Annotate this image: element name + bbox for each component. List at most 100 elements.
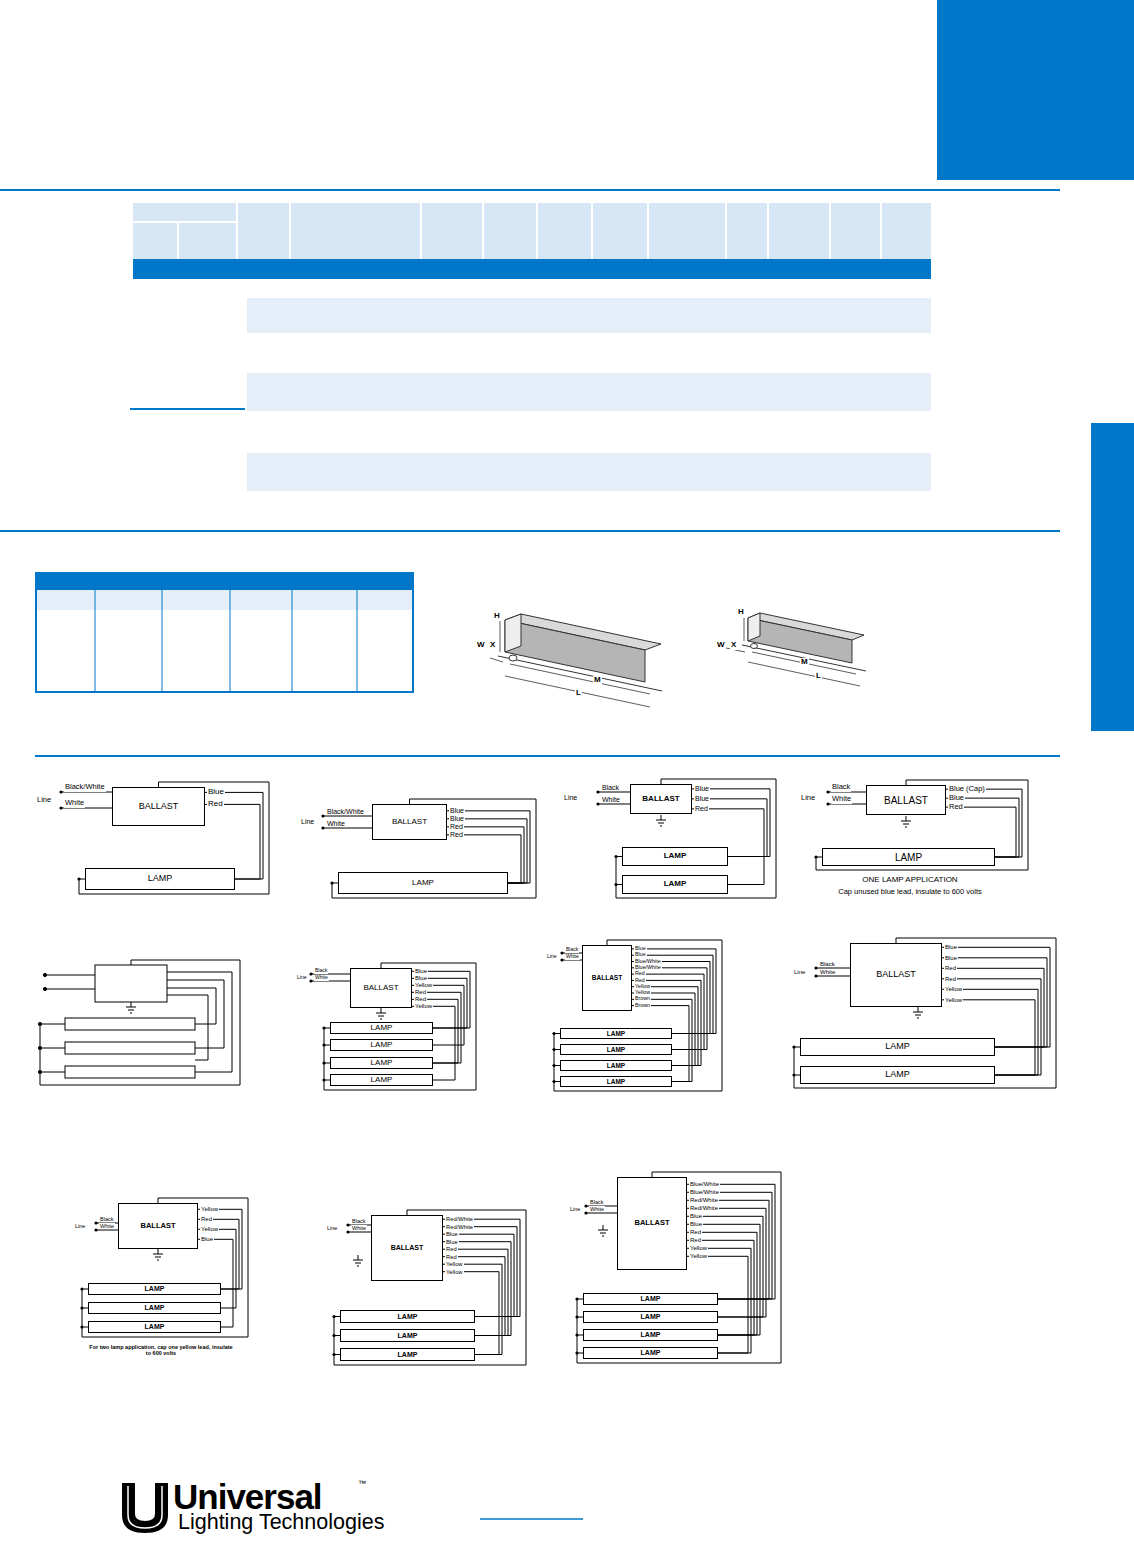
dimension-letter: W — [716, 641, 726, 650]
lead-label: Blue — [948, 794, 965, 802]
lead-label: Blue/White — [634, 965, 662, 971]
lead-label: Yellow — [689, 1245, 708, 1252]
box-text: LAMP — [607, 1030, 625, 1037]
lead-label: Red/White — [689, 1205, 719, 1212]
wire-junction — [322, 1061, 325, 1064]
box-text: LAMP — [885, 1042, 910, 1052]
lamp-box: LAMP — [583, 1311, 718, 1323]
lead-label: Yellow — [414, 982, 433, 989]
lamp-wire — [198, 1229, 236, 1308]
wire-junction — [309, 979, 312, 982]
wire-junction — [575, 1333, 578, 1336]
wire — [794, 938, 1056, 1088]
line-label: Line — [296, 975, 307, 981]
wire-junction — [59, 806, 62, 809]
lead-label: Red/White — [445, 1224, 474, 1230]
wire — [816, 780, 1028, 870]
lead-label: Blue — [414, 968, 428, 975]
dimension-letter: M — [800, 658, 809, 667]
wire-junction — [792, 1045, 795, 1048]
wire — [96, 1230, 118, 1231]
lamp-box: LAMP — [330, 1074, 433, 1086]
lamp-box: LAMP — [800, 1038, 995, 1056]
wire-junction — [332, 1315, 335, 1318]
note: For two lamp application, cap one yellow… — [85, 1344, 237, 1356]
box-text: LAMP — [885, 1070, 910, 1080]
lead-label: Yellow — [445, 1269, 464, 1275]
wire-junction — [332, 1353, 335, 1356]
box-text: BALLAST — [141, 1222, 176, 1230]
lamp-box: LAMP — [560, 1028, 672, 1039]
lamp-wire — [198, 1209, 242, 1289]
box-text: LAMP — [398, 1332, 418, 1340]
box-text: LAMP — [398, 1313, 418, 1321]
line-label: Line — [74, 1223, 86, 1229]
lead-label: Yellow — [200, 1226, 219, 1233]
wire-junction — [346, 1230, 349, 1233]
wire — [942, 989, 1038, 1075]
ballast-illustration — [726, 613, 866, 686]
lamp-box: LAMP — [822, 848, 995, 866]
dimension-letter: M — [593, 676, 602, 685]
wire — [61, 808, 112, 809]
lamp-box: LAMP — [340, 1310, 475, 1323]
lamp-box: LAMP — [330, 1057, 433, 1069]
box-text: LAMP — [148, 874, 173, 884]
dimension-letter: X — [730, 641, 737, 650]
wire-junction — [814, 974, 817, 977]
lead-label: Yellow — [445, 1261, 464, 1267]
dimension-letter: L — [815, 672, 822, 681]
wire-label: Black — [819, 961, 836, 968]
wire-junction — [792, 1073, 795, 1076]
wire — [323, 828, 372, 829]
lead-label: Blue — [449, 807, 465, 815]
lead-label: Yellow — [944, 997, 963, 1004]
ballast-box: BALLAST — [112, 787, 205, 826]
dimension-letter: H — [737, 608, 745, 617]
dimension-letter: W — [476, 641, 486, 650]
lead-label: Red — [449, 823, 464, 831]
box-text: LAMP — [641, 1349, 661, 1357]
box-text: BALLAST — [642, 795, 679, 804]
wire-label: Black — [351, 1218, 366, 1224]
wire-junction — [596, 802, 599, 805]
wire-junction — [322, 1078, 325, 1081]
lamp-box: LAMP — [330, 1022, 433, 1034]
box-text: LAMP — [371, 1076, 393, 1085]
lead-label: Brown — [634, 1003, 651, 1009]
box-text: BALLAST — [139, 802, 179, 812]
lamp-wire — [412, 985, 464, 1045]
wire — [816, 976, 850, 977]
wire — [82, 1198, 248, 1337]
lead-label: Blue — [694, 785, 710, 793]
wire-junction — [330, 881, 333, 884]
box-text: BALLAST — [363, 984, 398, 993]
box-text: LAMP — [664, 852, 687, 861]
lead-label: Blue/White — [689, 1181, 720, 1188]
wire-label: Black — [314, 968, 328, 974]
lead-label: Blue — [634, 946, 647, 952]
lamp-wire — [942, 979, 1041, 1075]
wire-label: Black — [601, 784, 620, 792]
ballast-illustration — [490, 614, 662, 707]
wire-junction — [321, 826, 324, 829]
box-text: LAMP — [371, 1041, 393, 1050]
lamp-wire — [205, 792, 263, 879]
lead-label: Blue — [207, 788, 225, 797]
wire-junction — [552, 1032, 555, 1035]
lead-label: Blue — [689, 1213, 703, 1220]
wire-label: White — [819, 969, 836, 976]
lead-label: Yellow — [634, 984, 651, 990]
line-label: Line — [326, 1225, 338, 1231]
wire-junction — [560, 951, 563, 954]
lead-label: Red — [948, 803, 964, 811]
lead-label: Red/White — [445, 1216, 474, 1222]
lamp-box: LAMP — [583, 1293, 718, 1305]
wire-label: White — [831, 795, 852, 803]
box-text: BALLAST — [876, 970, 916, 980]
box-text: BALLAST — [391, 1244, 424, 1252]
lamp-wire — [687, 1184, 775, 1299]
box-text: LAMP — [895, 852, 922, 863]
wire-label: White — [64, 799, 85, 807]
wire-junction — [332, 1334, 335, 1337]
